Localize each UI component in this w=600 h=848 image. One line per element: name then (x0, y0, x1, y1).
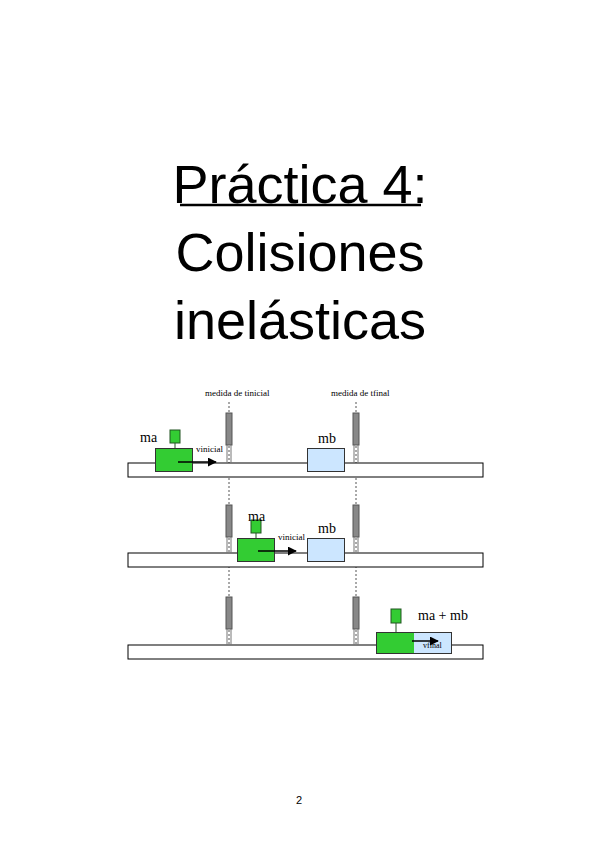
cart-b: mb (307, 538, 345, 562)
page-title: Práctica 4: Colisiones inelásticas (140, 150, 460, 354)
velocity-label: vinicial (196, 445, 223, 454)
cart-a: mavinicial (237, 538, 275, 562)
velocity-label: vfinal (423, 642, 442, 650)
mass-label: ma + mb (418, 609, 468, 623)
photogate (226, 597, 359, 645)
flag-post (396, 623, 397, 632)
gate-label: medida de tfinal (331, 389, 389, 398)
cart-b: mb (307, 448, 345, 472)
page-number: 2 (296, 795, 302, 806)
cart-flag (391, 609, 401, 623)
mass-label: mb (318, 432, 336, 446)
velocity-label: vinicial (278, 533, 305, 542)
gate-label: medida de tinicial (205, 389, 269, 398)
mass-label: mb (318, 522, 336, 536)
mass-label: ma (248, 510, 265, 524)
cart-flag (170, 430, 180, 443)
air-track (128, 553, 483, 567)
cart-a: mavinicial (155, 448, 193, 472)
mass-label: ma (140, 431, 157, 445)
combined-carts: ma + mbvfinal (376, 632, 452, 654)
